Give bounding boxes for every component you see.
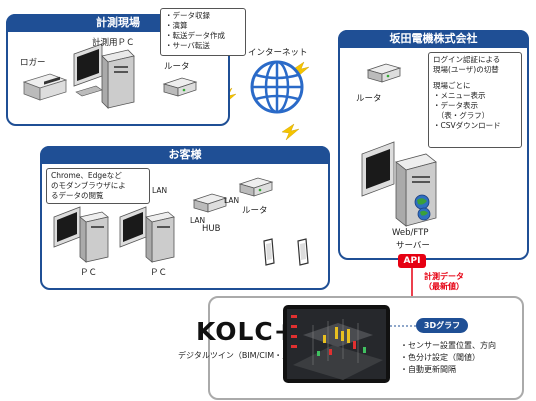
company-router-label: ルータ	[356, 94, 382, 104]
measurement-data-line: 計測データ	[424, 272, 464, 281]
customer-router-icon	[238, 177, 274, 197]
logger-icon	[22, 73, 68, 101]
customer-pc-1-label: ＰＣ	[80, 268, 98, 278]
customer-bubble-line: のモダンブラウザによ	[51, 181, 126, 190]
company-feature-line: ・データ表示	[433, 101, 478, 110]
company-router-icon	[366, 63, 402, 83]
customer-browser-bubble: Chrome、Edgeなど のモダンブラウザによ るデータの閲覧	[46, 168, 150, 204]
hub-icon	[192, 193, 228, 213]
customer-pc-1-icon	[53, 206, 109, 263]
measurement-data-label: 計測データ （最新値）	[424, 272, 464, 292]
kolc-feature-line: ・自動更新間隔	[400, 365, 456, 374]
server-label-line2: サーバー	[396, 241, 430, 251]
customer-router-label: ルータ	[242, 206, 268, 216]
site-task-item: ・サーバ転送	[165, 41, 210, 50]
company-feature-line: ログイン認証による	[433, 55, 501, 64]
graph-connector	[390, 325, 416, 327]
company-features-bubble: ログイン認証による 現場(ユーザ)の切替 現場ごとに ・メニュー表示 ・データ表…	[428, 52, 522, 148]
company-feature-line: 現場ごとに	[433, 81, 471, 90]
site-router-label: ルータ	[164, 62, 190, 72]
company-feature-line: ・メニュー表示	[433, 91, 486, 100]
api-badge: API	[398, 254, 426, 268]
3d-graph-badge: 3Dグラフ	[416, 318, 468, 333]
site-task-item: ・データ収録	[165, 11, 210, 20]
lan-label: LAN	[190, 216, 206, 225]
kolc-subtitle: デジタルツイン（BIM/CIM・点群）	[178, 351, 307, 360]
internet-label: インターネット	[248, 48, 308, 58]
globe-icon	[250, 60, 304, 114]
smartphone-icon	[263, 238, 275, 266]
site-tasks-bubble: ・データ収録 ・演算 ・転送データ作成 ・サーバ転送	[160, 8, 246, 56]
server-label-line1: Web/FTP	[392, 228, 429, 238]
kolc-logo: KOLC+	[196, 317, 296, 346]
3d-graph-image	[287, 309, 386, 380]
measurement-pc-icon	[73, 43, 135, 109]
company-feature-line: （表・グラフ）	[433, 111, 490, 120]
lan-label: LAN	[224, 196, 240, 205]
customer-bubble-line: Chrome、Edgeなど	[51, 171, 122, 180]
kolc-feature-line: ・色分け設定（閾値）	[400, 353, 480, 362]
measurement-data-line: （最新値）	[424, 282, 464, 291]
customer-panel-title: お客様	[40, 146, 330, 164]
company-panel-title: 坂田電機株式会社	[338, 30, 529, 48]
company-feature-line: 現場(ユーザ)の切替	[433, 65, 499, 74]
kolc-feature-line: ・センサー設置位置、方向	[400, 341, 496, 350]
site-task-item: ・転送データ作成	[165, 31, 225, 40]
kolc-features: ・センサー設置位置、方向 ・色分け設定（閾値） ・自動更新間隔	[400, 340, 496, 376]
tablet-3d-view	[283, 305, 390, 383]
hub-label: HUB	[202, 224, 221, 234]
company-feature-line: ・CSVダウンロード	[433, 121, 501, 130]
customer-bubble-line: るデータの閲覧	[51, 191, 104, 200]
site-router-icon	[162, 77, 198, 97]
logger-label: ロガー	[20, 58, 46, 68]
lan-label: LAN	[152, 186, 168, 195]
site-task-item: ・演算	[165, 21, 188, 30]
smartphone-icon	[297, 238, 309, 266]
customer-pc-2-label: ＰＣ	[150, 268, 168, 278]
measurement-pc-label: 計測用ＰＣ	[92, 38, 135, 48]
web-server-icon	[361, 141, 437, 227]
customer-pc-2-icon	[119, 206, 175, 263]
